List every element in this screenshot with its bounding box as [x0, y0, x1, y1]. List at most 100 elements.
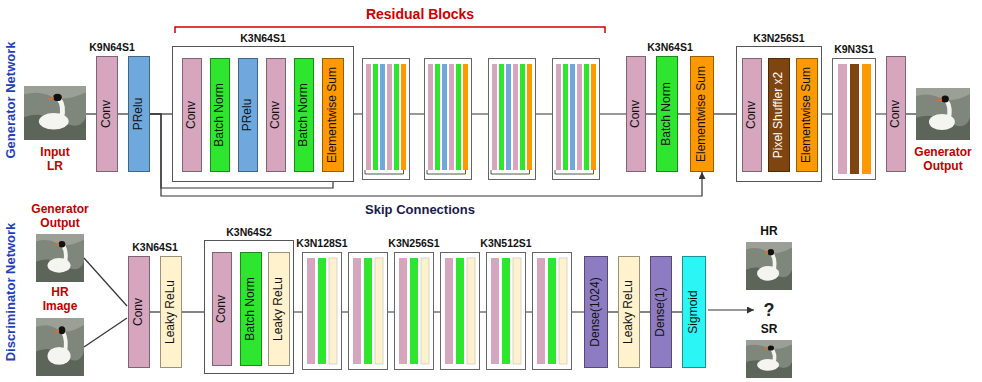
- residual-block: [363, 59, 410, 180]
- layer-name: Elementwise Sum: [326, 67, 339, 163]
- layer-name: PRelu: [241, 99, 254, 132]
- layer-name: Batch Norm: [244, 277, 257, 340]
- layer-name: Conv: [629, 100, 642, 128]
- output-image: [916, 88, 970, 140]
- image-caption: Generator Output: [25, 203, 95, 231]
- block-spec: K3N256S1: [753, 32, 804, 45]
- leaky-relu-layer: Leaky ReLu: [160, 256, 182, 368]
- sum-layer: Elementwise Sum: [690, 56, 714, 172]
- hr-image: [36, 318, 84, 376]
- pixel-shuffle-layer: Pixel Shuffler x2: [768, 58, 790, 172]
- flow-line: [640, 311, 650, 312]
- disc-block: [441, 253, 480, 370]
- dense-layer: Dense(1): [650, 256, 672, 368]
- sum-layer: Elementwise Sum: [322, 58, 344, 172]
- hr-image: [746, 242, 792, 290]
- group-title: Residual Blocks: [366, 6, 474, 22]
- layer-block: K3N64S2ConvBatch NormLeaky ReLu: [204, 240, 294, 374]
- dense-layer: Dense(1024): [584, 256, 608, 368]
- conv-layer: Conv: [626, 56, 646, 172]
- batchnorm-layer: Batch Norm: [294, 58, 314, 172]
- layer-name: Pixel Shuffler x2: [772, 72, 785, 159]
- layer-name: Sigmoid: [687, 290, 700, 333]
- generated-image: [36, 234, 84, 282]
- conv-layer: Conv: [742, 58, 762, 172]
- layer-name: Conv: [269, 101, 282, 129]
- layer-name: Conv: [185, 101, 198, 129]
- block-spec: K3N64S1: [132, 241, 178, 253]
- flow-line: [678, 113, 690, 114]
- residual-block: [425, 59, 472, 180]
- disc-block: [395, 253, 434, 370]
- sum-layer: Elementwise Sum: [796, 58, 818, 172]
- block-spec: K3N64S2: [226, 226, 272, 239]
- batchnorm-layer: Batch Norm: [656, 56, 678, 172]
- question-mark: ?: [764, 300, 775, 321]
- image-caption: Generator Output: [908, 146, 978, 174]
- layer-block: K3N64S1ConvBatch NormPReluConvBatch Norm…: [172, 46, 354, 182]
- network-title: Generator Network: [4, 41, 19, 158]
- block-spec: K3N64S1: [647, 41, 693, 53]
- conv-layer: Conv: [96, 56, 118, 172]
- disc-block: [349, 253, 388, 370]
- block-spec: K3N512S1: [480, 237, 531, 249]
- layer-name: Conv: [100, 100, 113, 128]
- flow-line: [118, 113, 128, 114]
- block-spec: K3N128S1: [296, 237, 347, 249]
- layer-name: Dense(1024): [589, 277, 602, 346]
- disc-block: [533, 253, 572, 370]
- disc-block: [303, 253, 342, 370]
- conv-layer: Conv: [128, 256, 150, 368]
- prelu-layer: PRelu: [238, 58, 258, 172]
- layer-name: Leaky ReLu: [272, 277, 285, 341]
- layer-name: Leaky ReLu: [164, 280, 177, 344]
- residual-block: [553, 59, 600, 180]
- layer-name: Batch Norm: [660, 82, 673, 145]
- residual-block: [489, 59, 536, 180]
- block-spec: K9N64S1: [89, 41, 135, 53]
- block-spec: K3N64S1: [240, 32, 286, 45]
- wire: [86, 113, 96, 114]
- flow-line: [672, 311, 682, 312]
- group-title: Skip Connections: [365, 203, 475, 218]
- flow-line: [182, 311, 204, 312]
- layer-name: Dense(1): [654, 287, 667, 336]
- decision-arrow: [708, 309, 754, 310]
- leaky-relu-layer: Leaky ReLu: [268, 252, 290, 366]
- conv-layer: Conv: [266, 58, 286, 172]
- image-caption: SR: [761, 323, 778, 337]
- flow-line: [714, 113, 736, 114]
- output-block: [833, 59, 876, 180]
- wire: [906, 113, 916, 114]
- image-caption: Input LR: [33, 146, 77, 174]
- network-title: Discriminator Network: [4, 223, 19, 362]
- flow-line: [150, 311, 160, 312]
- block-spec: K3N256S1: [388, 237, 439, 249]
- conv-layer: Conv: [182, 58, 202, 172]
- image-caption: HR: [760, 225, 777, 239]
- residual-bracket: [175, 27, 605, 33]
- wire: [84, 258, 127, 306]
- layer-name: PRelu: [132, 98, 145, 131]
- wire: [84, 318, 127, 347]
- layer-block: K3N256S1ConvPixel Shuffler x2Elementwise…: [736, 46, 822, 182]
- layer-name: Conv: [889, 100, 902, 128]
- layer-name: Leaky ReLu: [622, 280, 635, 344]
- disc-block: [487, 253, 526, 370]
- layer-name: Conv: [745, 101, 758, 129]
- conv-layer: Conv: [212, 252, 232, 366]
- leaky-relu-layer: Leaky ReLu: [618, 256, 640, 368]
- layer-name: Batch Norm: [297, 83, 310, 146]
- sigmoid-layer: Sigmoid: [682, 256, 706, 368]
- layer-name: Elementwise Sum: [800, 67, 813, 163]
- batchnorm-layer: Batch Norm: [210, 58, 230, 172]
- layer-name: Elementwise Sum: [695, 66, 708, 162]
- layer-name: Batch Norm: [213, 83, 226, 146]
- flow-line: [646, 113, 656, 114]
- flow-line: [608, 311, 618, 312]
- prelu-layer: PRelu: [128, 56, 150, 172]
- conv-layer: Conv: [886, 56, 906, 172]
- layer-name: Conv: [215, 295, 228, 323]
- layer-name: Conv: [132, 298, 145, 326]
